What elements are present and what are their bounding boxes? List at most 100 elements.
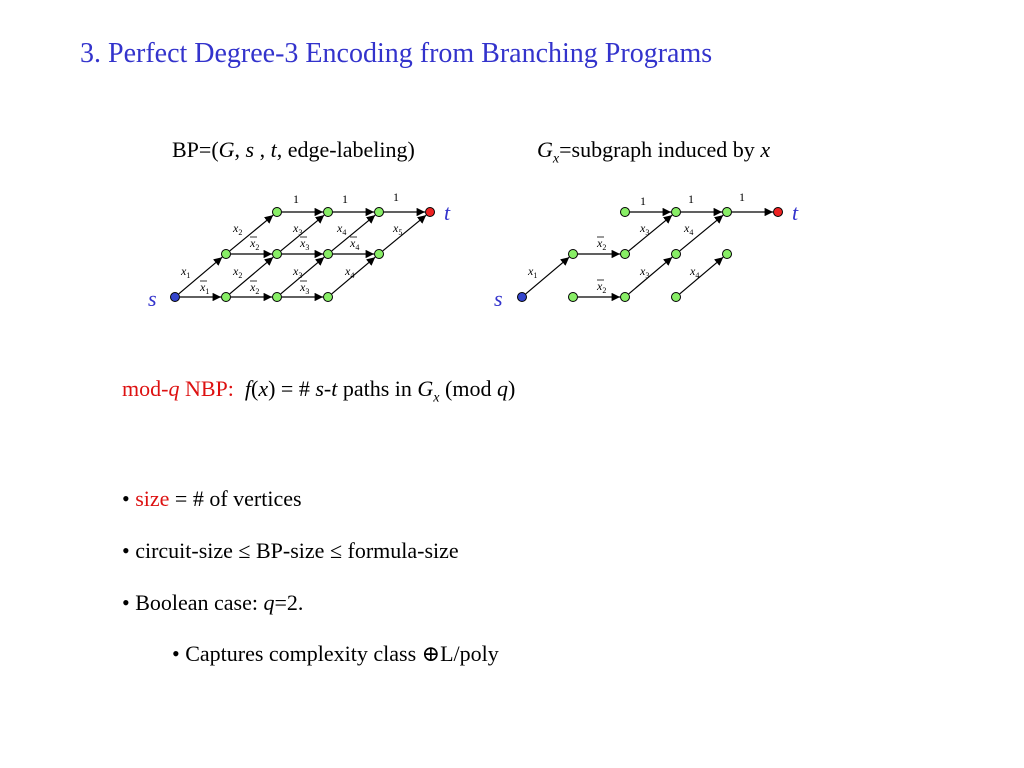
vertex-node (374, 249, 384, 259)
gx-g: G (537, 137, 553, 162)
edge-label-one: 1 (739, 190, 745, 204)
nbp-g-sub: x (433, 390, 440, 406)
edge-label: x1 (527, 264, 537, 280)
bullet-circuit-size-text: circuit-size ≤ BP-size ≤ formula-size (135, 538, 459, 563)
edge-label: x4 (683, 221, 693, 237)
vertex-node (323, 249, 333, 259)
edge-label: x4 (689, 264, 699, 280)
edge-label-subscript: 3 (298, 228, 302, 237)
source-node (517, 292, 527, 302)
sink-label: t (444, 200, 451, 225)
vertex-node (272, 207, 282, 217)
edge-label-subscript: 1 (186, 271, 190, 280)
vertex-node (671, 249, 681, 259)
source-node (170, 292, 180, 302)
bp-rest: , edge-labeling) (276, 137, 415, 162)
source-label: s (148, 286, 157, 311)
bullet-complexity-text: Captures complexity class ⊕L/poly (185, 641, 499, 666)
edge (229, 256, 274, 295)
edge-label-subscript: 3 (645, 228, 649, 237)
edge-label: x4 (344, 264, 354, 280)
vertex-node (671, 292, 681, 302)
edge-label: x2 (249, 236, 259, 252)
bp-sink: t (270, 137, 277, 162)
edge-label-one: 1 (293, 192, 299, 206)
edge-label-subscript: 4 (350, 271, 354, 280)
edge (280, 256, 325, 295)
source-label: s (494, 286, 503, 311)
bullet-complexity-class: • Captures complexity class ⊕L/poly (172, 641, 499, 666)
edge-label-one: 1 (640, 194, 646, 208)
edge-label: x5 (392, 221, 402, 237)
edge-label: x3 (639, 264, 649, 280)
bullet-circuit-size: • circuit-size ≤ BP-size ≤ formula-size (122, 538, 459, 563)
edge-label: x3 (299, 280, 309, 296)
sink-node (425, 207, 435, 217)
nbp-x: x (258, 376, 269, 401)
edge (525, 256, 570, 295)
vertex-node (568, 249, 578, 259)
vertex-node (221, 249, 231, 259)
edge-label-subscript: 4 (695, 271, 699, 280)
bullet-boolean-a: Boolean case: (135, 590, 264, 615)
bp-graph: G (218, 137, 235, 162)
edge-label-subscript: 2 (255, 287, 259, 296)
edge-label: x2 (232, 221, 242, 237)
edge-label: x2 (596, 236, 606, 252)
bp-prefix: BP=( (172, 137, 219, 162)
nbp-label: mod-q NBP: (122, 376, 234, 401)
edge-label: x1 (180, 264, 190, 280)
edge-label: x3 (299, 236, 309, 252)
nbp-q: q (496, 376, 508, 401)
edge-label-one: 1 (342, 192, 348, 206)
edge-label-subscript: 1 (533, 271, 537, 280)
nbp-label-q: q (168, 376, 180, 401)
edge-label-subscript: 2 (238, 228, 242, 237)
vertex-node (620, 249, 630, 259)
bullet-boolean-b: =2. (274, 590, 304, 615)
vertex-node (620, 207, 630, 217)
edge-label-subscript: 3 (645, 271, 649, 280)
bullet-size-text: = # of vertices (169, 486, 302, 511)
vertex-node (272, 249, 282, 259)
edge-label-subscript: 4 (355, 243, 359, 252)
vertex-node (620, 292, 630, 302)
edge (679, 214, 724, 252)
nbp-f: f (244, 376, 251, 401)
edge-label: x4 (336, 221, 346, 237)
edge (280, 214, 325, 252)
vertex-node (568, 292, 578, 302)
vertex-node (722, 207, 732, 217)
bullet-size-term: size (135, 486, 170, 511)
edge (382, 214, 427, 252)
edge-label: x2 (232, 264, 242, 280)
edge (679, 256, 724, 295)
nbp-mod: (mod (439, 376, 497, 401)
edge-label-subscript: 2 (602, 286, 606, 295)
gx-text: =subgraph induced by (559, 137, 761, 162)
nbp-label-b: NBP: (179, 376, 234, 401)
edge-label: x1 (199, 280, 209, 296)
vertex-node (323, 207, 333, 217)
edge-label-subscript: 2 (238, 271, 242, 280)
vertex-node (374, 207, 384, 217)
nbp-eq: ) = # (268, 376, 316, 401)
edge-label-subscript: 4 (689, 228, 693, 237)
vertex-node (671, 207, 681, 217)
edge-label: x2 (596, 279, 606, 295)
bullet-boolean-q: q (263, 590, 275, 615)
edge-label-subscript: 3 (305, 243, 309, 252)
edge-label-subscript: 3 (305, 287, 309, 296)
gx-sub: x (552, 151, 560, 167)
vertex-node (722, 249, 732, 259)
nbp-close: ) (507, 376, 516, 401)
bullet-size: • size = # of vertices (122, 486, 302, 511)
edge-label: x3 (292, 264, 302, 280)
edge-label-subscript: 2 (602, 243, 606, 252)
sink-label: t (792, 200, 799, 225)
edge (229, 214, 274, 252)
edge-label: x4 (349, 236, 359, 252)
edge-label-subscript: 2 (255, 243, 259, 252)
